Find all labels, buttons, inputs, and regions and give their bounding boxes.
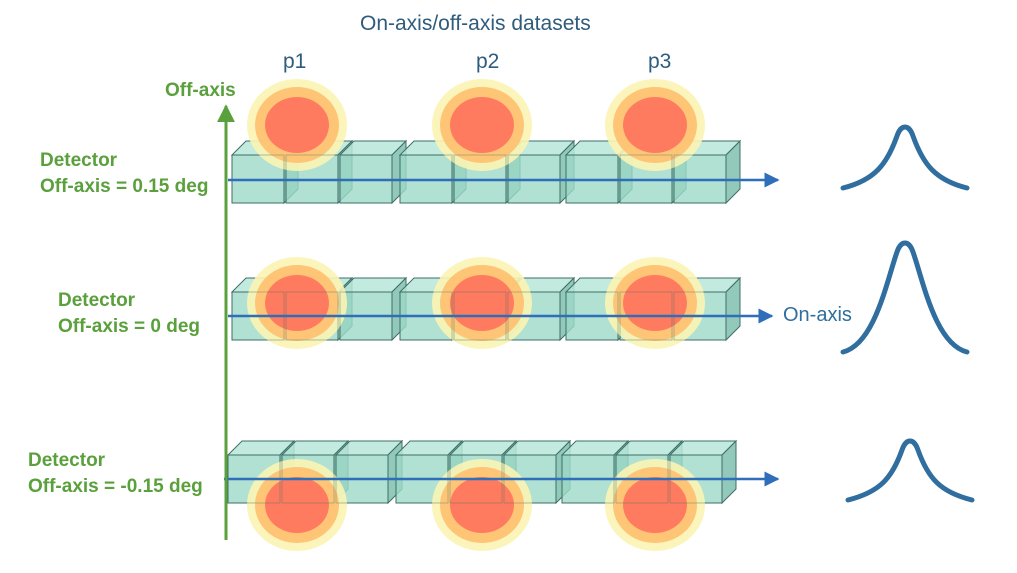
position-label-p1: p1 xyxy=(283,50,307,73)
hotspot-r2-p1 xyxy=(247,459,347,551)
detector-label-middle-line1: Detector xyxy=(58,290,136,311)
detector-voxel-r1-g0-c2 xyxy=(338,276,408,342)
detector-label-top-line2: Off-axis = 0.15 deg xyxy=(40,176,209,197)
hotspot-r1-p2 xyxy=(432,257,532,349)
detector-label-bottom-line1: Detector xyxy=(28,450,106,471)
position-label-p3: p3 xyxy=(648,50,672,73)
peak-profiles-layer xyxy=(840,124,975,503)
horizontal-axis-label: On-axis xyxy=(783,304,852,326)
peak-profile-bottom xyxy=(845,438,975,503)
vertical-axis-label: Off-axis xyxy=(165,80,236,101)
detector-label-middle-line2: Off-axis = 0 deg xyxy=(58,316,201,337)
hotspot-r0-p2 xyxy=(432,79,532,171)
hotspot-r0-p3 xyxy=(605,79,705,171)
peak-profile-middle xyxy=(840,240,970,355)
detector-label-top-line1: Detector xyxy=(40,150,118,171)
hotspot-r2-p2 xyxy=(432,459,532,551)
detector-label-bottom-line2: Off-axis = -0.15 deg xyxy=(28,476,203,497)
detector-label-top: Detector Off-axis = 0.15 deg xyxy=(40,148,208,200)
hotspot-r1-p1 xyxy=(247,257,347,349)
hotspot-r2-p3 xyxy=(605,459,705,551)
arrows-layer xyxy=(217,104,780,540)
position-label-p2: p2 xyxy=(476,50,500,73)
detector-label-bottom: Detector Off-axis = -0.15 deg xyxy=(28,448,203,500)
detector-voxel-r0-g0-c2 xyxy=(338,139,408,205)
detector-label-middle: Detector Off-axis = 0 deg xyxy=(58,288,200,340)
detector-voxel-r2-g0-c2 xyxy=(334,439,404,505)
hotspot-r0-p1 xyxy=(247,79,347,171)
peak-profile-top xyxy=(840,124,970,191)
diagram-title: On-axis/off-axis datasets xyxy=(360,12,591,35)
